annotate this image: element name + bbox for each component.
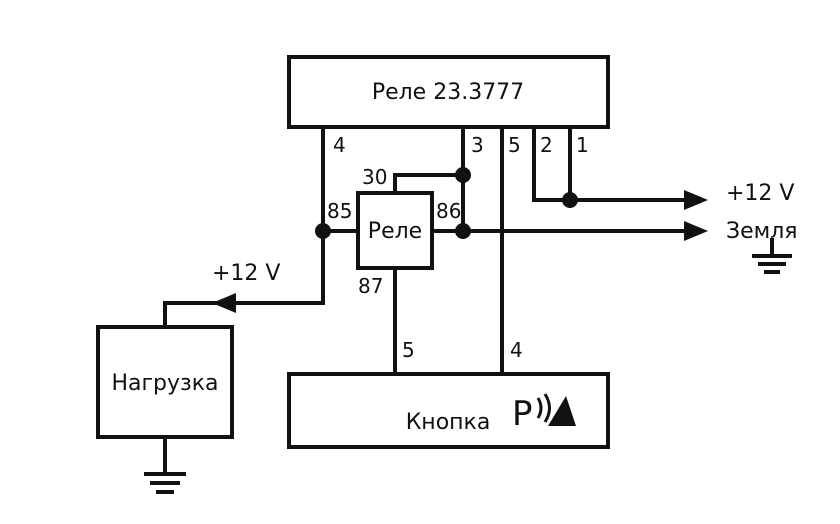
- arrow-supply-right: [684, 190, 708, 210]
- junction-85: [315, 223, 331, 239]
- load-label: Нагрузка: [111, 371, 218, 396]
- button-label: Кнопка: [406, 410, 491, 435]
- wires: [163, 125, 774, 476]
- ground-right-label: Земля: [726, 219, 798, 244]
- parking-logo-letter: P: [512, 394, 533, 434]
- load-box: [96, 325, 234, 439]
- parking-sensor-icon: P: [512, 393, 576, 434]
- ground-symbol-load: [144, 472, 186, 494]
- pin-label-bottom-4: 4: [510, 338, 523, 362]
- junction-86: [455, 223, 471, 239]
- main-relay-label: Реле 23.3777: [372, 80, 524, 105]
- main-relay-box: [287, 55, 610, 129]
- supply-right-label: +12 V: [726, 181, 794, 206]
- junction-pin1: [562, 192, 578, 208]
- supply-left-label: +12 V: [212, 261, 280, 286]
- pin-label-top-2: 2: [540, 133, 553, 157]
- button-box: [287, 372, 610, 449]
- arrow-ground-right: [684, 221, 708, 241]
- pin-label-86: 86: [436, 199, 461, 223]
- small-relay-box: [356, 191, 434, 270]
- pin-label-top-5: 5: [508, 133, 521, 157]
- arrow-supply-left: [212, 293, 236, 313]
- small-relay-label: Реле: [368, 219, 422, 244]
- pin-label-top-3: 3: [471, 133, 484, 157]
- pin-label-30: 30: [362, 165, 387, 189]
- pin-label-85: 85: [327, 199, 352, 223]
- pin-label-87: 87: [358, 274, 383, 298]
- pin-label-top-1: 1: [576, 133, 589, 157]
- junction-30: [455, 167, 471, 183]
- pin-label-top-4: 4: [333, 133, 346, 157]
- ground-symbol-right: [752, 254, 792, 274]
- pin-label-bottom-5: 5: [402, 338, 415, 362]
